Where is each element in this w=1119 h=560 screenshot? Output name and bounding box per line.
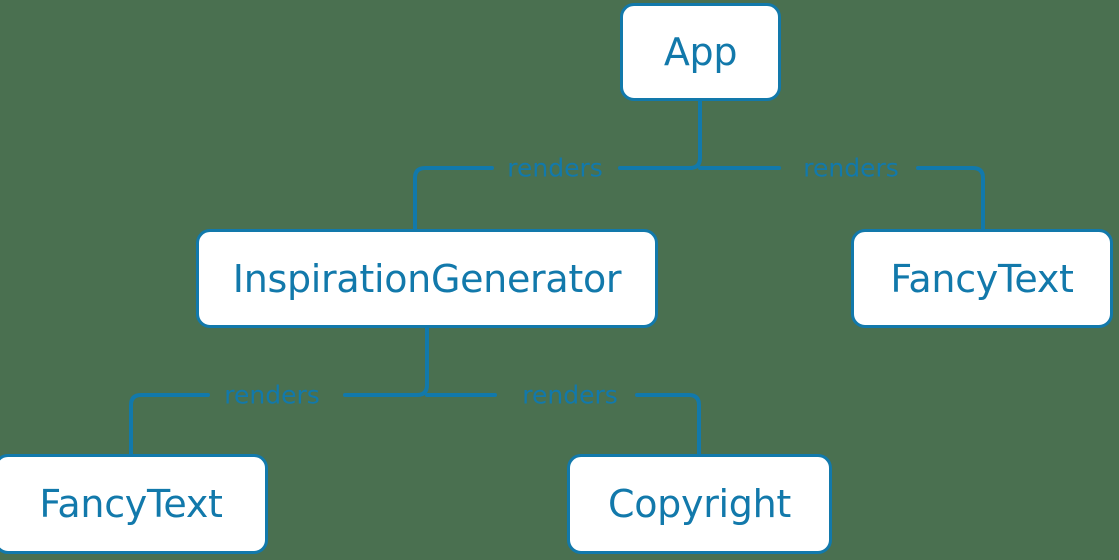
edge-ig-to-copyright-right: [635, 393, 701, 456]
node-fancytext-bottom[interactable]: FancyText: [0, 454, 268, 554]
edge-app-stem: [688, 99, 702, 170]
node-fancytext-right-label: FancyText: [890, 256, 1074, 301]
edge-label-app-fancytext: renders: [803, 153, 899, 183]
edge-label-app-inspiration: renders: [507, 153, 603, 183]
node-copyright[interactable]: Copyright: [567, 454, 832, 554]
edge-app-to-inspiration-left: [413, 166, 494, 231]
node-app[interactable]: App: [620, 3, 781, 101]
node-fancytext-bottom-label: FancyText: [39, 482, 223, 526]
edge-label-inspiration-copyright: renders: [522, 380, 618, 410]
edge-ig-stem: [415, 326, 429, 397]
node-inspiration-generator-label: InspirationGenerator: [232, 256, 622, 301]
edge-ig-to-fancytext-left: [129, 393, 210, 456]
node-app-label: App: [663, 30, 738, 74]
node-copyright-label: Copyright: [608, 482, 791, 526]
node-inspiration-generator[interactable]: InspirationGenerator: [196, 229, 658, 328]
edge-app-to-fancytext-right: [916, 166, 985, 231]
edge-label-inspiration-fancytext: renders: [224, 380, 320, 410]
node-fancytext-right[interactable]: FancyText: [851, 229, 1113, 328]
